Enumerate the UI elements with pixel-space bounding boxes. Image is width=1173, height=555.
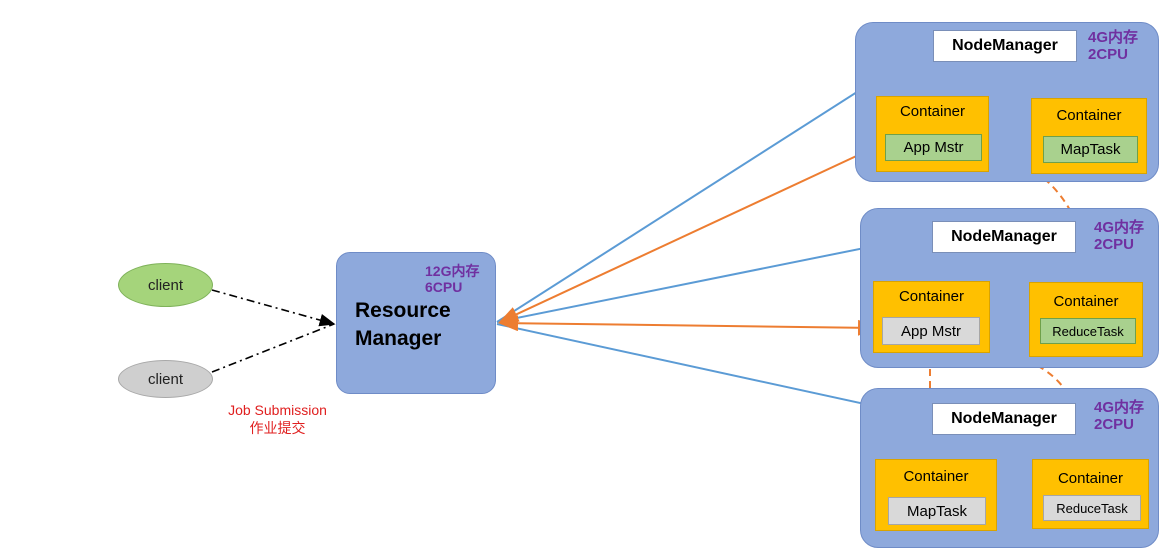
node-manager-label: NodeManager [951, 410, 1057, 427]
client-label: client [147, 276, 184, 294]
job-submission-en: Job Submission [228, 402, 327, 418]
client1-submit-line [211, 289, 336, 327]
container-box: Container App Mstr [873, 281, 990, 353]
client2-submit-line [211, 323, 335, 373]
task-maptask: MapTask [888, 497, 986, 525]
task-label: App Mstr [903, 139, 964, 156]
node-manager-label: NodeManager [951, 228, 1057, 245]
client-node: client [118, 360, 213, 398]
node-cpu: 2CPU [1088, 46, 1129, 63]
container-box: Container ReduceTask [1032, 459, 1149, 529]
task-reducetask: ReduceTask [1040, 318, 1136, 344]
container-label: Container [903, 468, 969, 485]
rm-to-appmstr2-line [498, 315, 878, 336]
node-memory: 4G内存 [1094, 219, 1145, 236]
node-manager-label: NodeManager [952, 37, 1058, 54]
node-cpu: 2CPU [1094, 236, 1135, 253]
job-submission-label: Job Submission 作业提交 [210, 401, 345, 437]
node-cpu: 2CPU [1094, 416, 1135, 433]
container-box: Container MapTask [1031, 98, 1147, 174]
container-box: Container MapTask [875, 459, 997, 531]
node-manager-box: NodeManager [933, 30, 1077, 62]
task-label: ReduceTask [1056, 500, 1128, 516]
node-3: NodeManager 4G内存 2CPU Container MapTask … [860, 388, 1159, 548]
task-reducetask: ReduceTask [1043, 495, 1141, 521]
task-app-master: App Mstr [885, 134, 982, 161]
container-label: Container [898, 288, 965, 305]
node-2: NodeManager 4G内存 2CPU Container App Mstr… [860, 208, 1159, 368]
rm-to-appmstr1-line [498, 144, 882, 323]
task-label: App Mstr [900, 322, 961, 340]
node-1: NodeManager 4G内存 2CPU Container App Mstr… [855, 22, 1159, 182]
rm-title: Resource Manager [355, 297, 451, 353]
task-app-master: App Mstr [882, 317, 980, 345]
container-label: Container [1056, 107, 1122, 124]
node-manager-box: NodeManager [932, 403, 1076, 435]
node-memory: 4G内存 [1088, 29, 1139, 46]
rm-title-line1: Resource [355, 299, 451, 322]
rm-spec: 12G内存 6CPU [425, 263, 479, 295]
task-label: ReduceTask [1052, 323, 1124, 339]
rm-to-nm3-line [496, 323, 931, 422]
container-label: Container [1057, 470, 1124, 487]
rm-title-line2: Manager [355, 327, 442, 350]
job-submission-zh: 作业提交 [249, 420, 306, 436]
node-manager-box: NodeManager [932, 221, 1076, 253]
container-box: Container App Mstr [876, 96, 989, 172]
client-node: client [118, 263, 213, 307]
client-label: client [147, 370, 184, 388]
task-label: MapTask [906, 502, 968, 520]
task-maptask: MapTask [1043, 136, 1138, 163]
node-spec: 4G内存 2CPU [1088, 29, 1138, 63]
node-spec: 4G内存 2CPU [1094, 399, 1144, 433]
resource-manager: 12G内存 6CPU Resource Manager [336, 252, 496, 394]
node-memory: 4G内存 [1094, 399, 1145, 416]
node-spec: 4G内存 2CPU [1094, 219, 1144, 253]
rm-memory: 12G内存 [425, 263, 480, 279]
container-box: Container ReduceTask [1029, 282, 1143, 357]
task-label: MapTask [1060, 141, 1121, 158]
container-label: Container [899, 103, 966, 120]
rm-cpu: 6CPU [425, 279, 463, 295]
container-label: Container [1053, 293, 1119, 310]
